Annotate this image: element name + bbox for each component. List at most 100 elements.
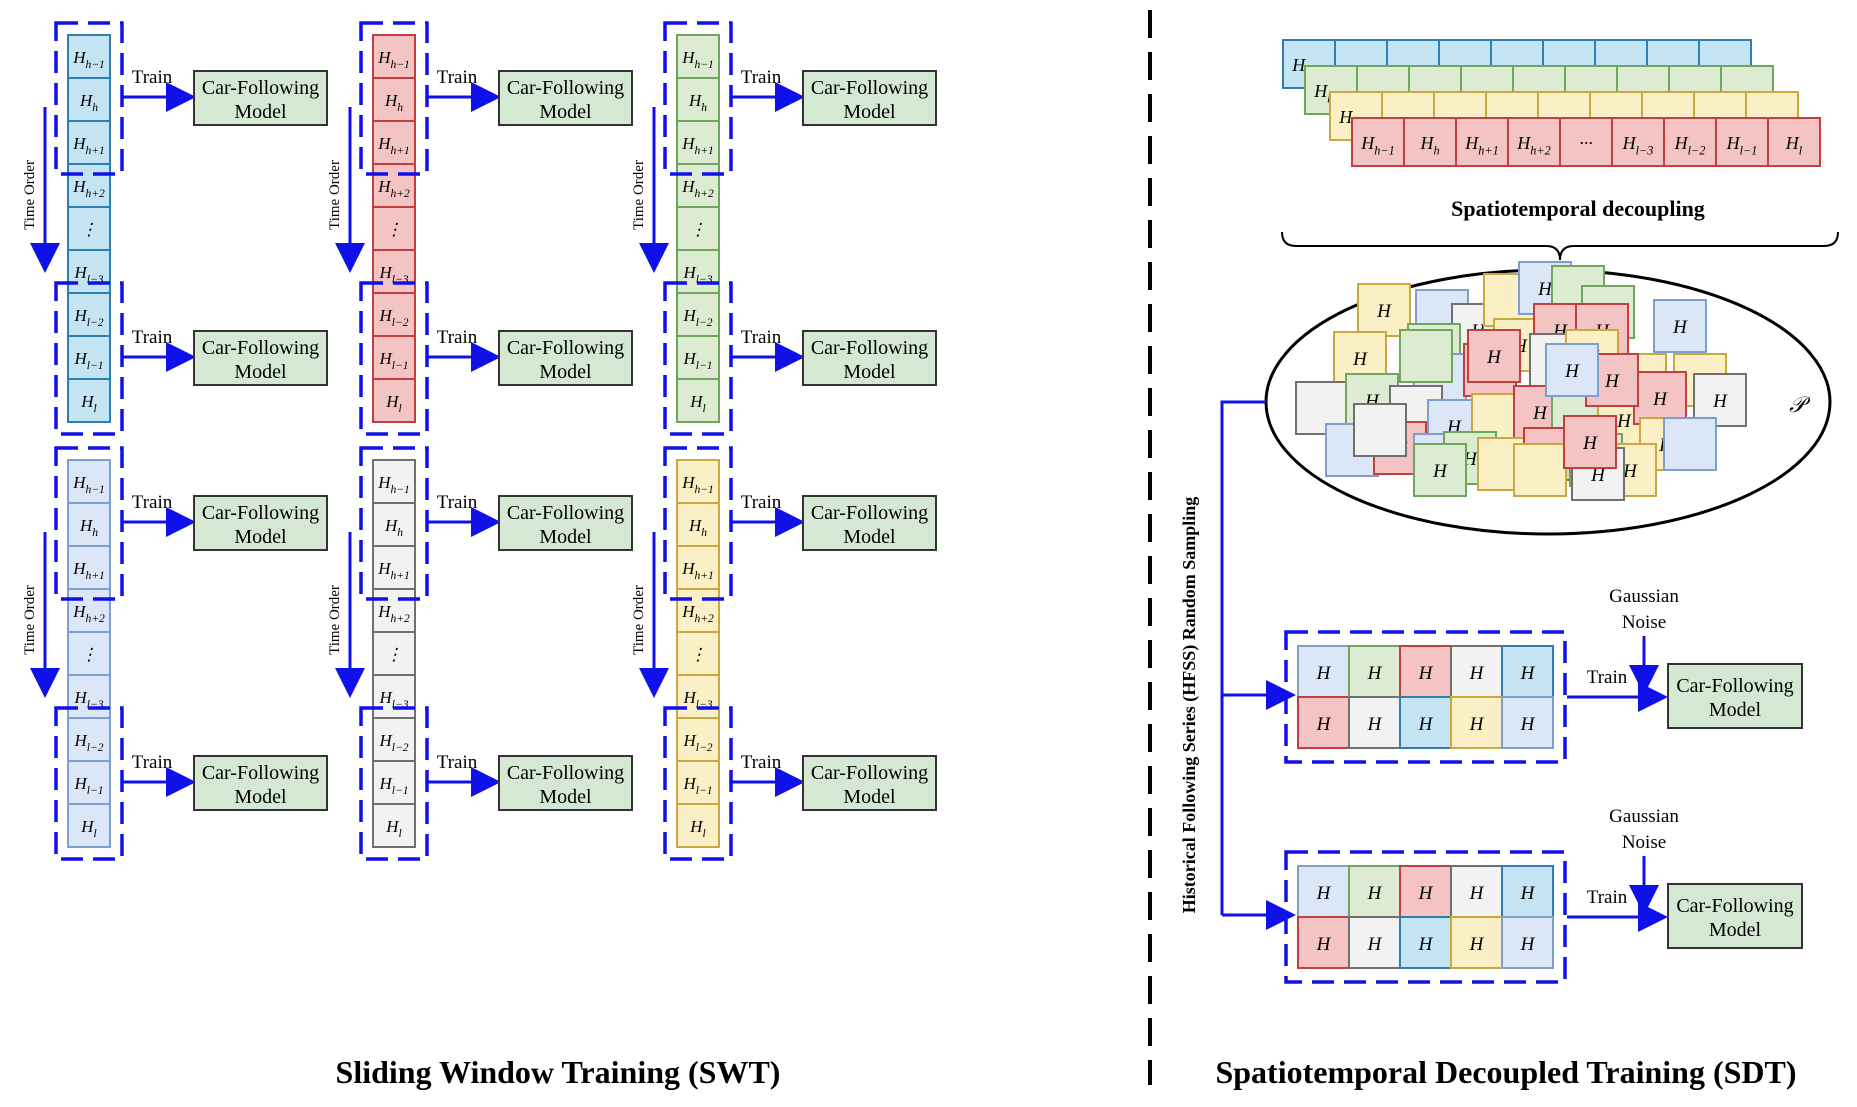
swt-cell-label-base: H [79, 516, 94, 535]
model-label-line1: Car-Following [811, 337, 928, 359]
swt-cell-label-base: H [689, 392, 704, 411]
batch-window [1284, 630, 1567, 764]
batch-cell-label: H [1418, 663, 1434, 684]
swt-cell-label: Hh [384, 516, 403, 539]
swt-cell-label-sub: h−1 [694, 58, 713, 71]
swt-cell [67, 77, 111, 122]
pool-cell-label: H [1486, 347, 1502, 368]
swt-cell-label-sub: h [397, 526, 403, 539]
swt-cell-label-base: H [72, 559, 87, 578]
model-box [193, 755, 328, 811]
batch-cell-label: H [1520, 714, 1536, 735]
pool-cell [1357, 283, 1411, 337]
sequence-cell-label: Hh+2 [1516, 133, 1551, 157]
swt-cell-label-base: ⋮ [690, 645, 707, 664]
pool-cell-label: H [1604, 371, 1620, 392]
model-label-line2: Model [539, 526, 592, 548]
swt-cell-label-base: H [377, 602, 392, 621]
swt-cell-label-sub: h−1 [85, 483, 104, 496]
sequence-cell-label: Hh [1419, 133, 1439, 157]
model-box [498, 330, 633, 386]
swt-cell [372, 249, 416, 294]
swt-cell [67, 803, 111, 848]
swt-cell-label: Hl−1 [378, 774, 408, 797]
swt-cell-label: Hh+2 [681, 177, 714, 200]
swt-cell-label-sub: h+1 [390, 569, 409, 582]
swt-cell [67, 163, 111, 208]
train-label: Train [741, 327, 782, 348]
model-box [193, 70, 328, 126]
swt-cell [676, 206, 720, 251]
batch-cell-label: H [1316, 714, 1332, 735]
swt-cell [676, 717, 720, 762]
swt-cell-label: Hh+2 [72, 177, 105, 200]
sequence-cell-label-sub: l−2 [1688, 143, 1706, 157]
sequence-cell [1611, 117, 1665, 167]
model-label-line1: Car-Following [1676, 895, 1793, 917]
swt-cell-label-sub: l−2 [392, 316, 409, 329]
sequence-cell-label-base: H [1516, 133, 1531, 153]
swt-cell-label-sub: h [397, 101, 403, 114]
swt-cell [676, 545, 720, 590]
model-box [193, 330, 328, 386]
sequence-cell-label-base: H [1313, 81, 1328, 101]
swt-cell-label: ⋮ [690, 220, 707, 239]
swt-cell-label-base: H [385, 817, 400, 836]
swt-cell-label-base: ⋮ [386, 220, 403, 239]
swt-cell-label-base: H [73, 263, 88, 282]
noise-label-line2: Noise [1622, 832, 1666, 853]
pool-cell [1399, 329, 1453, 383]
model-label-line2: Model [234, 526, 287, 548]
swt-cell [372, 631, 416, 676]
batch-cell [1501, 916, 1554, 969]
time-order-label: Time Order [327, 585, 343, 655]
batch-cell-label: H [1520, 934, 1536, 955]
pool-cell-label: H [1537, 279, 1553, 300]
swt-cell-label-base: H [688, 516, 703, 535]
train-label: Train [437, 327, 478, 348]
swt-cell-label-base: H [377, 134, 392, 153]
batch-cell-label: H [1367, 934, 1383, 955]
batch-cell [1297, 865, 1350, 918]
swt-cell-label: Hl−2 [378, 731, 408, 754]
pool-cell-label: H [1532, 403, 1548, 424]
sequence-cell-label: Hh+1 [1464, 133, 1499, 157]
batch-cell-label: H [1316, 883, 1332, 904]
swt-cell [372, 674, 416, 719]
swt-cell-label-base: H [72, 177, 87, 196]
batch-cell [1348, 645, 1401, 698]
swt-cell-label: Hh+1 [377, 134, 410, 157]
swt-cell-label-base: ⋮ [690, 220, 707, 239]
batch-cell [1450, 865, 1503, 918]
train-label: Train [132, 67, 173, 88]
swt-cell-label-sub: h [701, 101, 707, 114]
sequence-cell-label-base: H [1726, 133, 1741, 153]
swt-cell-label: Hh+2 [377, 177, 410, 200]
swt-cell-label: Hl [385, 817, 402, 840]
sequence-cell [1663, 117, 1717, 167]
swt-cell-label: Hh [79, 516, 98, 539]
swt-cell-label-sub: h+2 [694, 187, 714, 200]
swt-cell-label-base: H [73, 774, 88, 793]
swt-cell-label-base: H [73, 688, 88, 707]
swt-cell [372, 459, 416, 504]
swt-cell-label-base: H [377, 48, 392, 67]
swt-cell [372, 292, 416, 337]
sequence-cell-label-base: H [1338, 107, 1353, 127]
sequence-cell-label-sub: h [1433, 143, 1439, 157]
sequence-cell-label-sub: h+2 [1530, 143, 1551, 157]
swt-cell-label-base: H [378, 263, 393, 282]
swt-cell [67, 292, 111, 337]
swt-cell-label-sub: h+2 [390, 612, 410, 625]
swt-cell-label: ⋮ [81, 220, 98, 239]
swt-cell [372, 163, 416, 208]
sequence-cell [1351, 117, 1405, 167]
swt-cell-label: Hl [689, 392, 706, 415]
swt-cell [676, 335, 720, 380]
model-box [802, 330, 937, 386]
swt-cell-label-sub: h [92, 101, 98, 114]
